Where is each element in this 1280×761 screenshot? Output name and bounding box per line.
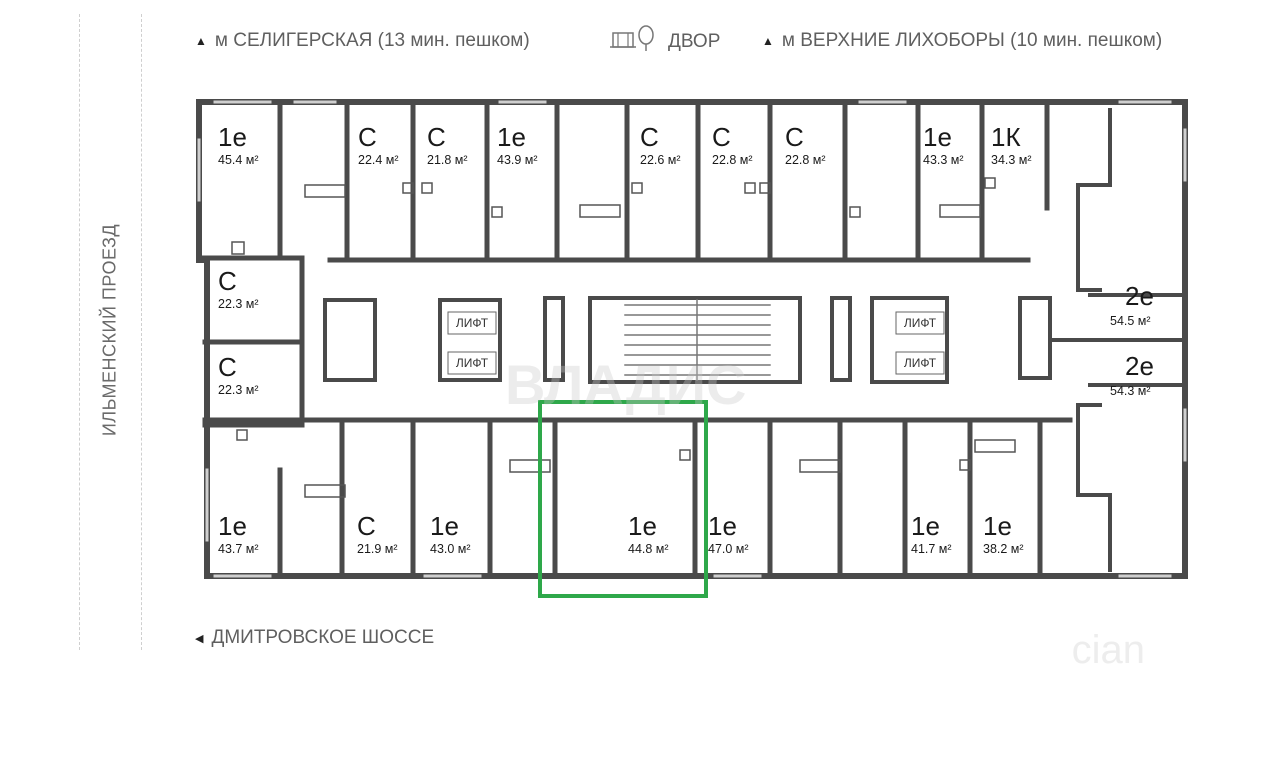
apt-type-label: С xyxy=(357,511,376,541)
apt-area-label: 22.8 м² xyxy=(712,153,753,167)
apt-area-label: 45.4 м² xyxy=(218,153,259,167)
apt-area-label: 22.8 м² xyxy=(785,153,826,167)
apt-type-label: С xyxy=(785,122,804,152)
metro-right-label: ▲ м ВЕРХНИЕ ЛИХОБОРЫ (10 мин. пешком) xyxy=(762,30,1162,52)
apt-type-label: 2е xyxy=(1125,351,1154,381)
watermark-logo: ВЛАДИС xyxy=(505,353,747,416)
apt-area-label: 21.9 м² xyxy=(357,542,398,556)
street-border-right xyxy=(141,14,142,650)
yard-icon xyxy=(610,25,658,59)
apt-type-label: 1К xyxy=(991,122,1021,152)
highlighted-apartment-frame[interactable] xyxy=(538,400,708,598)
apt-area-label: 54.3 м² xyxy=(1110,384,1151,398)
apt-area-label: 21.8 м² xyxy=(427,153,468,167)
apartment-labels: 1е 45.4 м² С 22.4 м² С 21.8 м² 1е 43.9 м… xyxy=(218,122,1154,556)
lift-box xyxy=(447,311,497,335)
apt-area-label: 22.3 м² xyxy=(218,383,259,397)
lift-box xyxy=(895,311,945,335)
apt-type-label: С xyxy=(218,266,237,296)
lift-group: ЛИФТ ЛИФТ ЛИФТ ЛИФТ xyxy=(447,311,945,375)
lift-label: ЛИФТ xyxy=(456,316,489,330)
yard-label: ДВОР xyxy=(610,25,720,59)
apt-type-label: 1е xyxy=(911,511,940,541)
apt-area-label: 44.8 м² xyxy=(628,542,669,556)
apt-type-label: 1е xyxy=(708,511,737,541)
direction-arrow-icon: ▲ xyxy=(762,34,774,48)
lift-label: ЛИФТ xyxy=(904,316,937,330)
metro-right-text: м ВЕРХНИЕ ЛИХОБОРЫ (10 мин. пешком) xyxy=(781,30,1163,51)
lift-label: ЛИФТ xyxy=(904,356,937,370)
metro-left-label: ▲ м СЕЛИГЕРСКАЯ (13 мин. пешком) xyxy=(195,30,530,52)
apt-area-label: 43.3 м² xyxy=(923,153,964,167)
apt-type-label: 2е xyxy=(1125,281,1154,311)
street-bottom-label: ◀ ДМИТРОВСКОЕ ШОССЕ xyxy=(195,627,434,649)
top-partitions xyxy=(196,101,1050,263)
bottom-partitions xyxy=(202,417,1073,577)
apt-area-label: 54.5 м² xyxy=(1110,314,1151,328)
lift-box xyxy=(447,351,497,375)
apt-area-label: 43.7 м² xyxy=(218,542,259,556)
street-bottom-text: ДМИТРОВСКОЕ ШОССЕ xyxy=(211,627,435,648)
apt-type-label: 1е xyxy=(218,122,247,152)
core-partitions xyxy=(323,293,1187,387)
apt-area-label: 47.0 м² xyxy=(708,542,749,556)
fixtures xyxy=(231,177,1016,498)
direction-arrow-left-icon: ◀ xyxy=(195,632,204,645)
apt-type-label: 1е xyxy=(923,122,952,152)
yard-text: ДВОР xyxy=(668,31,721,52)
apt-type-label: 1е xyxy=(628,511,657,541)
apt-area-label: 34.3 м² xyxy=(991,153,1032,167)
lift-box xyxy=(895,351,945,375)
apt-type-label: С xyxy=(218,352,237,382)
apt-area-label: 43.9 м² xyxy=(497,153,538,167)
metro-left-text: м СЕЛИГЕРСКАЯ (13 мин. пешком) xyxy=(214,30,530,51)
apt-area-label: 22.3 м² xyxy=(218,297,259,311)
apt-area-label: 22.6 м² xyxy=(640,153,681,167)
watermark-logo-secondary: cian xyxy=(1071,628,1145,672)
windows xyxy=(197,100,1187,578)
wall-notch-right-top xyxy=(1076,108,1112,292)
stairs xyxy=(624,299,771,381)
apt-type-label: С xyxy=(712,122,731,152)
lift-label: ЛИФТ xyxy=(456,356,489,370)
apt-type-label: С xyxy=(640,122,659,152)
apt-type-label: С xyxy=(427,122,446,152)
apt-area-label: 43.0 м² xyxy=(430,542,471,556)
apt-type-label: 1е xyxy=(218,511,247,541)
apt-area-label: 38.2 м² xyxy=(983,542,1024,556)
apt-area-label: 41.7 м² xyxy=(911,542,952,556)
wall-notch-right-bottom xyxy=(1076,403,1112,572)
apt-type-label: 1е xyxy=(983,511,1012,541)
apt-type-label: 1е xyxy=(430,511,459,541)
apt-type-label: С xyxy=(358,122,377,152)
apt-area-label: 22.4 м² xyxy=(358,153,399,167)
street-border-left xyxy=(79,14,80,650)
left-partitions xyxy=(202,255,305,428)
direction-arrow-icon: ▲ xyxy=(195,34,207,48)
apt-type-label: 1е xyxy=(497,122,526,152)
